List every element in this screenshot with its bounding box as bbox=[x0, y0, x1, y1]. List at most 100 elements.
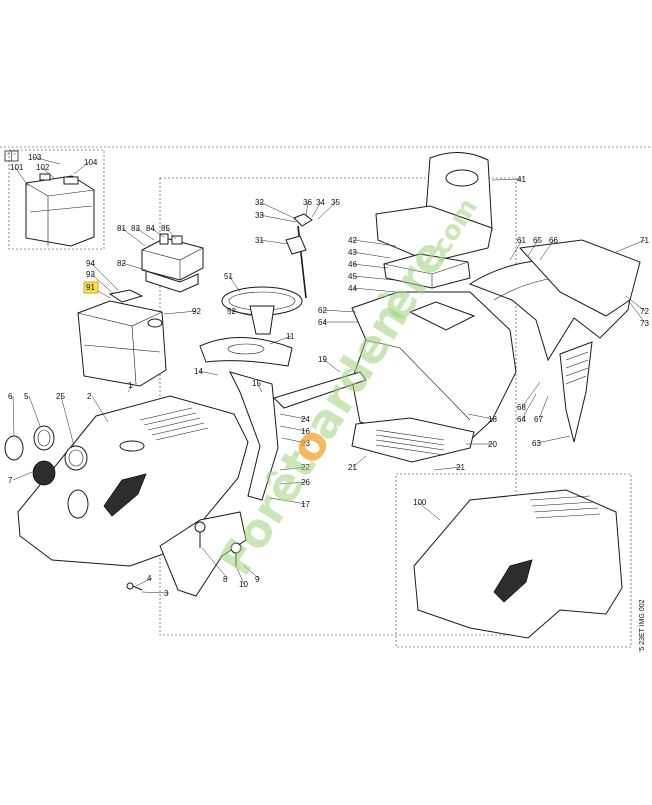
leader-line-82 bbox=[121, 262, 147, 271]
part-label-46: 46 bbox=[348, 260, 357, 269]
leader-line-11 bbox=[269, 335, 292, 345]
leader-line-26 bbox=[279, 481, 307, 485]
leader-line-102 bbox=[40, 166, 55, 179]
leader-line-93 bbox=[90, 273, 115, 295]
part-label-1: 1 bbox=[128, 381, 133, 390]
leader-line-85 bbox=[165, 227, 177, 240]
part-label-61: 61 bbox=[517, 236, 526, 245]
leader-line-68 bbox=[521, 381, 541, 408]
part-label-34: 34 bbox=[316, 198, 325, 207]
part-label-100: 100 bbox=[413, 498, 427, 507]
part-label-93: 93 bbox=[86, 270, 95, 279]
part-label-9: 9 bbox=[255, 575, 260, 584]
part-label-6: 6 bbox=[8, 392, 13, 401]
leader-line-16 bbox=[279, 425, 307, 432]
leader-line-6 bbox=[12, 395, 15, 437]
leader-line-67 bbox=[538, 395, 549, 420]
part-label-33: 33 bbox=[255, 211, 264, 220]
fuel-tank-91 bbox=[77, 289, 167, 387]
leader-line-25 bbox=[60, 395, 75, 447]
footrest-20 bbox=[351, 417, 475, 463]
part-label-66: 66 bbox=[549, 236, 558, 245]
leader-line-52 bbox=[231, 310, 253, 317]
leader-line-100 bbox=[417, 501, 441, 521]
part-label-16: 16 bbox=[301, 427, 310, 436]
part-label-83: 83 bbox=[131, 224, 140, 233]
part-label-85: 85 bbox=[161, 224, 170, 233]
part-label-5: 5 bbox=[24, 392, 29, 401]
part-label-36: 36 bbox=[303, 198, 312, 207]
leader-line-64 bbox=[521, 393, 537, 420]
part-label-24: 24 bbox=[301, 415, 310, 424]
part-label-104: 104 bbox=[84, 158, 98, 167]
hood-100 bbox=[413, 489, 623, 639]
part-label-22: 22 bbox=[301, 463, 310, 472]
leader-line-21 bbox=[433, 466, 462, 471]
leader-line-21 bbox=[352, 455, 367, 468]
leader-line-71 bbox=[615, 239, 646, 253]
part-label-41: 41 bbox=[517, 175, 526, 184]
footrest-ribs bbox=[375, 429, 445, 456]
part-label-63: 63 bbox=[532, 439, 541, 448]
part-label-67: 67 bbox=[534, 415, 543, 424]
leader-line-3 bbox=[141, 591, 170, 594]
headlight-assembly bbox=[4, 425, 88, 486]
part-label-92: 92 bbox=[192, 307, 201, 316]
leader-line-31 bbox=[259, 239, 289, 245]
leader-line-84 bbox=[150, 227, 165, 238]
leader-line-62 bbox=[322, 309, 357, 313]
leader-line-65 bbox=[527, 239, 539, 257]
leader-line-22 bbox=[279, 466, 307, 471]
leader-line-66 bbox=[539, 239, 555, 261]
part-label-3: 3 bbox=[164, 589, 169, 598]
part-label-65: 65 bbox=[533, 236, 542, 245]
inset-box-tank bbox=[8, 149, 105, 250]
leader-line-9 bbox=[243, 565, 261, 580]
part-label-10: 10 bbox=[239, 580, 248, 589]
leader-line-42 bbox=[352, 239, 397, 247]
part-label-102: 102 bbox=[36, 163, 50, 172]
steering-wheel bbox=[221, 286, 303, 335]
leader-line-8 bbox=[201, 547, 229, 580]
leader-line-61 bbox=[509, 239, 523, 261]
leader-line-15 bbox=[256, 382, 263, 393]
part-label-51: 51 bbox=[224, 272, 233, 281]
leader-line-44 bbox=[352, 287, 397, 293]
part-label-52: 52 bbox=[227, 307, 236, 316]
part-label-31: 31 bbox=[255, 236, 264, 245]
part-label-94: 94 bbox=[86, 259, 95, 268]
part-label-72: 72 bbox=[640, 307, 649, 316]
dash-panel-11 bbox=[199, 337, 293, 367]
part-label-20: 20 bbox=[488, 440, 497, 449]
part-label-4: 4 bbox=[147, 574, 152, 583]
leader-line-17 bbox=[269, 497, 307, 505]
part-label-73: 73 bbox=[640, 319, 649, 328]
leader-line-36 bbox=[305, 201, 309, 217]
part-label-91: 91 bbox=[86, 283, 95, 292]
part-label-25: 25 bbox=[56, 392, 65, 401]
part-label-64: 64 bbox=[318, 318, 327, 327]
part-label-81: 81 bbox=[117, 224, 126, 233]
part-label-11: 11 bbox=[286, 332, 295, 341]
part-label-26: 26 bbox=[301, 478, 310, 487]
part-label-2: 2 bbox=[87, 392, 92, 401]
leader-line-4 bbox=[135, 577, 153, 587]
part-label-32: 32 bbox=[255, 198, 264, 207]
side-code: '5 23ET IMG 002 bbox=[639, 599, 646, 652]
leader-line-33 bbox=[259, 214, 297, 223]
fuel-gauge-assembly bbox=[141, 233, 204, 293]
leader-line-73 bbox=[627, 299, 646, 324]
part-label-7: 7 bbox=[8, 476, 13, 485]
inset-box-hood bbox=[395, 473, 632, 648]
part-label-17: 17 bbox=[301, 500, 310, 509]
leader-line-45 bbox=[352, 275, 395, 281]
steering-column bbox=[285, 213, 313, 299]
frame-rail bbox=[229, 371, 367, 501]
leader-line-92 bbox=[163, 310, 198, 315]
seat-41 bbox=[375, 152, 493, 263]
leader-line-46 bbox=[352, 263, 389, 269]
part-label-21: 21 bbox=[456, 463, 465, 472]
side-grille-63 bbox=[559, 341, 593, 443]
